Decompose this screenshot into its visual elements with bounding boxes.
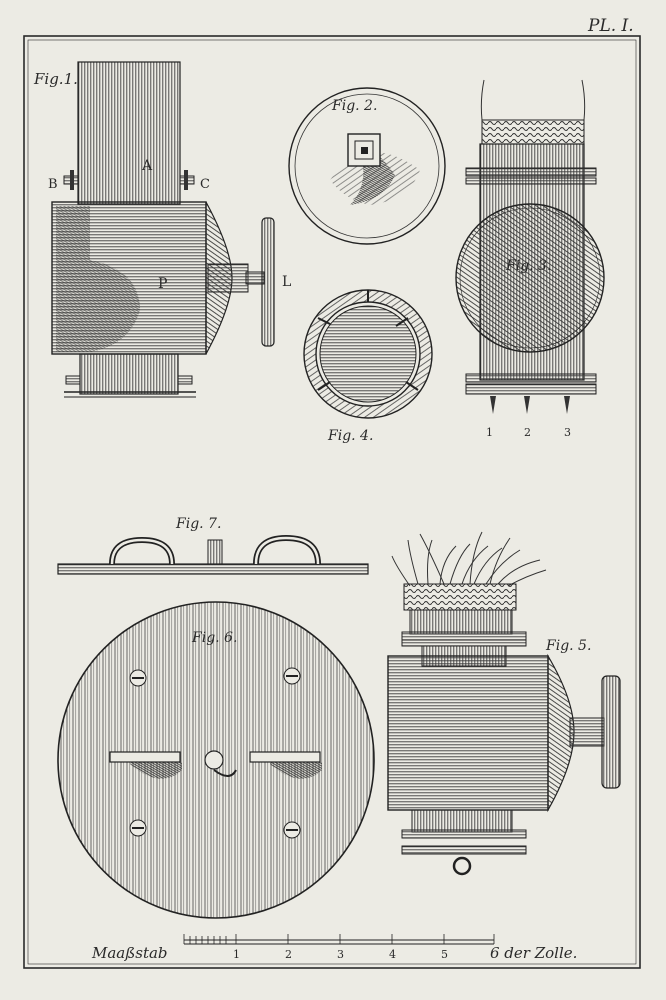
fig3-pin-2: 2 [524,426,531,439]
fig5-bristles [391,531,547,587]
plate-number: PL. I. [588,16,634,36]
scale-label: Maaßstab [91,944,168,962]
scale-tick-1: 1 [233,948,240,961]
fig1-label-a: A [141,158,153,174]
fig3-pin-1: 1 [486,426,493,439]
scale-tick-3: 3 [337,948,344,961]
scale-end-label: 6 der Zolle. [490,944,577,962]
scale-bar: Maaßstab 1 2 3 4 5 6 der Zolle. [91,934,577,962]
fig3-pin-3: 3 [564,426,571,439]
fig7-plate [57,563,369,575]
figure-5: Fig. 5. [387,531,621,876]
fig5-handle [601,675,621,789]
plate-border [23,35,641,969]
fig5-body [387,655,549,811]
fig1-handle [261,217,275,347]
figure-7: Fig. 7. [57,516,369,575]
figure-3: Fig. 3. 1 2 3 [455,79,605,439]
fig1-label-l: L [282,274,291,290]
scale-tick-4: 4 [389,948,396,961]
figure-4: Fig. 4. [303,289,433,444]
fig7-caption: Fig. 7. [175,516,221,532]
fig3-disc [455,203,605,353]
fig4-ring-inner [319,305,417,403]
fig2-caption: Fig. 2. [331,98,377,114]
fig1-label-c: C [200,177,210,192]
fig4-caption: Fig. 4. [327,428,373,444]
fig6-screws [129,667,301,839]
figure-1: Fig.1. A B C P L [33,61,291,398]
fig6-caption: Fig. 6. [191,630,237,646]
fig1-tube-a [77,61,181,205]
fig1-caption: Fig.1. [33,70,78,88]
scale-tick-5: 5 [441,948,448,961]
figure-6: Fig. 6. [57,601,375,919]
scale-tick-2: 2 [285,948,292,961]
fig3-caption: Fig. 3. [505,258,551,274]
fig1-label-b: B [48,177,58,192]
figure-2: Fig. 2. [288,87,446,245]
fig1-label-p: P [158,276,167,292]
fig5-caption: Fig. 5. [545,638,591,654]
fig3-pins [490,396,570,414]
